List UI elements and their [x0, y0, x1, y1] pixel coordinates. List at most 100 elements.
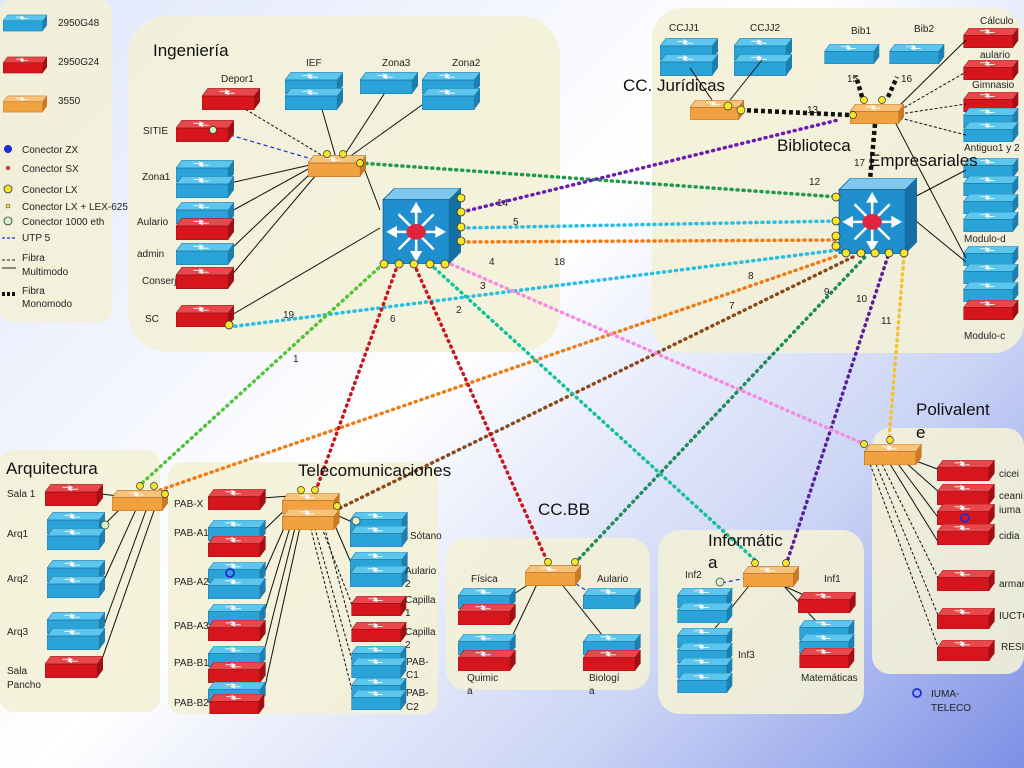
legend-panel: [0, 0, 112, 322]
link-number-7: 7: [729, 301, 735, 312]
switch-sala1[interactable]: [45, 484, 103, 506]
core-switch-empresariales[interactable]: [838, 178, 918, 254]
switch-zona2-bottom[interactable]: [422, 88, 480, 110]
link-admin: [229, 171, 313, 251]
switch-modulo-d-2[interactable]: [963, 176, 1019, 196]
switch-aulario-ccbb[interactable]: [583, 588, 641, 609]
group-telecom-title: Telecomunicaciones: [298, 461, 451, 480]
switch-sala-pancho[interactable]: [45, 656, 103, 678]
label-arq3: Arq3: [7, 627, 29, 638]
link-aulario: [229, 167, 311, 213]
legend-lx-label: Conector LX: [22, 185, 78, 196]
switch-aulario-right[interactable]: [963, 60, 1019, 80]
switch-pab-c2-2[interactable]: [351, 690, 407, 710]
switch-pab-a1-2[interactable]: [208, 536, 266, 557]
switch-ccjj1-bottom[interactable]: [660, 54, 718, 76]
group-informatica-title-1: Informátic: [708, 531, 783, 550]
switch-zona3[interactable]: [360, 72, 418, 94]
label-ccjj1: CCJJ1: [669, 23, 699, 34]
link-number-1: 1: [293, 354, 299, 365]
switch-modulo-c-3[interactable]: [963, 282, 1019, 302]
label-sala1: Sala 1: [7, 489, 36, 500]
switch-polivalente-3550[interactable]: [864, 444, 922, 465]
switch-antiguo-2[interactable]: [963, 122, 1019, 142]
link-number-19: 19: [283, 310, 295, 321]
switch-iucto[interactable]: [937, 608, 995, 629]
switch-modulo-d-3[interactable]: [963, 194, 1019, 214]
label-quimica-1: Quimic: [467, 673, 498, 684]
switch-arq1-2[interactable]: [47, 528, 105, 550]
switch-arq3-2[interactable]: [47, 628, 105, 650]
switch-calculo[interactable]: [963, 28, 1019, 48]
switch-depor1[interactable]: [202, 88, 260, 110]
switch-juridicas-3550[interactable]: [690, 100, 744, 120]
switch-ingenieria-3550[interactable]: [308, 155, 366, 177]
legend-2950g24-label: 2950G24: [58, 57, 100, 68]
core-switch-ingenieria[interactable]: [381, 188, 463, 264]
switch-resi[interactable]: [937, 640, 995, 661]
group-ingenieria-title: Ingeniería: [153, 41, 229, 60]
label-pab-a1: PAB-A1: [174, 528, 209, 539]
switch-sitie[interactable]: [176, 120, 234, 142]
switch-bib2[interactable]: [889, 44, 945, 64]
switch-inf3-4[interactable]: [677, 673, 733, 693]
switch-matematicas-3[interactable]: [799, 648, 855, 668]
switch-conserj[interactable]: [176, 267, 234, 289]
label-matematicas: Matemáticas: [801, 673, 858, 684]
switch-pab-c1-2[interactable]: [351, 658, 407, 678]
switch-cidia[interactable]: [937, 524, 995, 545]
switch-admin[interactable]: [176, 243, 234, 265]
switch-aulario-red[interactable]: [176, 218, 234, 240]
link-sc-emp: [227, 248, 840, 329]
switch-ccjj2-bottom[interactable]: [734, 54, 792, 76]
group-ccbb-title: CC.BB: [538, 500, 590, 519]
link-core-polivalente: [444, 260, 864, 445]
switch-pab-b1-2[interactable]: [208, 662, 266, 683]
switch-bib1[interactable]: [824, 44, 880, 64]
switch-capilla1[interactable]: [351, 596, 407, 616]
switch-modulo-c-4[interactable]: [963, 300, 1019, 320]
link-number-6: 6: [390, 314, 396, 325]
switch-zona1-2[interactable]: [176, 176, 234, 198]
switch-inf1[interactable]: [798, 592, 856, 613]
switch-modulo-c-2[interactable]: [963, 264, 1019, 284]
switch-sotano-2[interactable]: [350, 526, 408, 547]
switch-pab-x[interactable]: [208, 489, 266, 510]
switch-modulo-c-1[interactable]: [963, 246, 1019, 266]
label-cidia: cidia: [999, 531, 1020, 542]
label-pab-a3: PAB-A3: [174, 621, 209, 632]
switch-quimica-2[interactable]: [458, 650, 516, 671]
switch-ief-bottom[interactable]: [285, 88, 343, 110]
switch-cicei[interactable]: [937, 460, 995, 481]
legend-3550-label: 3550: [58, 96, 81, 107]
label-admin: admin: [137, 249, 164, 260]
switch-inf2-2[interactable]: [677, 603, 733, 623]
switch-pab-a3-2[interactable]: [208, 620, 266, 641]
link-aulario-ccbb-utp: [569, 579, 599, 599]
switch-informatica-3550[interactable]: [743, 566, 799, 587]
label-pab-c1-2: C1: [406, 670, 419, 681]
switch-pab-b2-2[interactable]: [209, 694, 265, 714]
iuma-teleco-zx-icon: [912, 688, 922, 698]
switch-aulario2-2[interactable]: [350, 566, 408, 587]
switch-armar[interactable]: [937, 570, 995, 591]
switch-biblioteca-3550[interactable]: [850, 104, 904, 124]
link-sc: [229, 227, 381, 317]
label-inf2: Inf2: [685, 570, 702, 581]
switch-capilla2[interactable]: [351, 622, 407, 642]
label-iuma-teleco-2: TELECO: [931, 703, 971, 714]
switch-arquitectura-3550[interactable]: [112, 490, 168, 511]
switch-modulo-d-4[interactable]: [963, 212, 1019, 232]
legend-1000-label: Conector 1000 eth: [22, 217, 104, 228]
switch-arq2-2[interactable]: [47, 576, 105, 598]
label-modulo-d: Modulo-d: [964, 234, 1006, 245]
switch-ceani[interactable]: [937, 484, 995, 505]
switch-fisica-2[interactable]: [458, 604, 516, 625]
switch-biologia-2[interactable]: [583, 650, 641, 671]
switch-pab-a2-2[interactable]: [208, 578, 266, 599]
label-ccjj2: CCJJ2: [750, 23, 780, 34]
juridicas-lx-connector-icon: [723, 101, 733, 111]
switch-telecom-3550-2[interactable]: [282, 509, 340, 530]
switch-ccbb-3550[interactable]: [525, 565, 581, 586]
link-number-9: 9: [824, 287, 830, 298]
